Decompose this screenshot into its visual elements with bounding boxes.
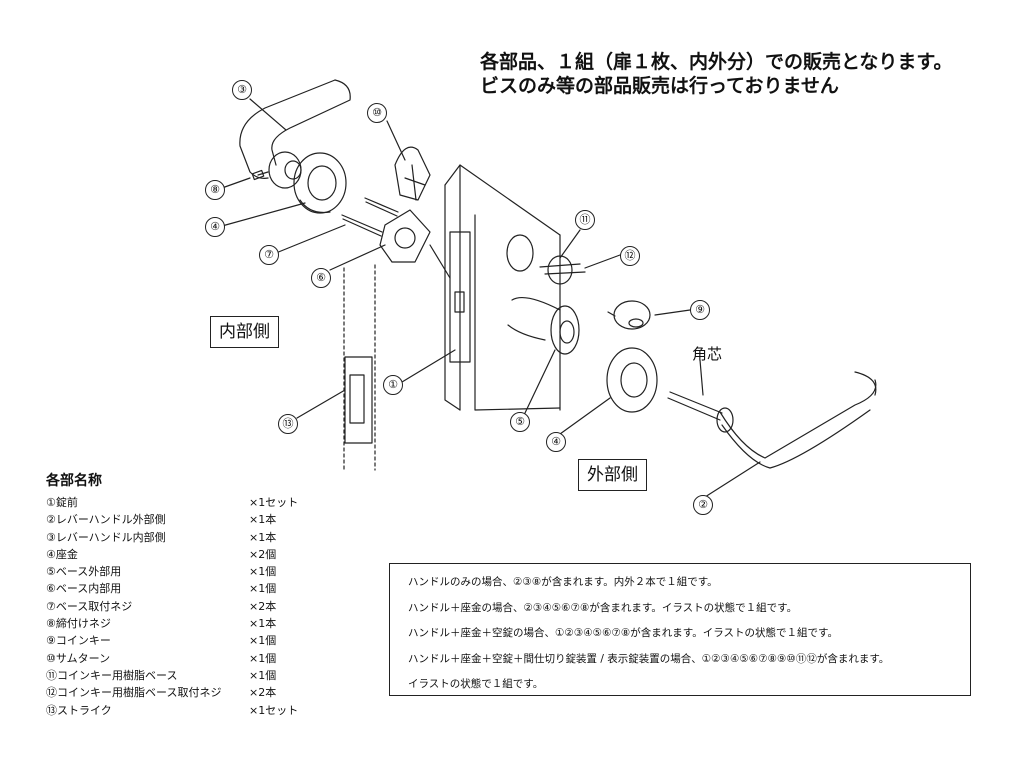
part-row: ③レバーハンドル内部側 ×1本: [46, 529, 316, 546]
part-quantity: ×1セット: [249, 496, 299, 509]
outside-side-label: 外部側: [578, 459, 647, 491]
part-quantity: ×1セット: [249, 703, 299, 717]
callout-12: ⑫: [620, 246, 640, 266]
part-quantity: ×2本: [249, 599, 277, 613]
inside-lever-handle-illustration: [239, 79, 351, 189]
part-row: ⑫コインキー用樹脂ベース取付ネジ ×2本: [46, 684, 316, 701]
inside-side-label: 内部側: [210, 316, 279, 348]
part-name: ⑬ストライク: [46, 703, 112, 717]
callout-2: ②: [693, 495, 713, 515]
part-quantity: ×1個: [249, 565, 277, 579]
part-name: ①錠前: [46, 496, 78, 509]
note-line-1: ハンドルのみの場合、②③⑧が含まれます。内外２本で１組です。: [408, 576, 718, 588]
leader-lines: [221, 98, 761, 498]
part-quantity: ×1個: [249, 668, 277, 682]
part-quantity: ×1個: [249, 651, 277, 665]
callout-4-inside: ④: [205, 217, 225, 237]
callout-3: ③: [232, 80, 252, 100]
part-row: ⑤ベース外部用 ×1個: [46, 563, 316, 580]
parts-list-title: 各部名称: [46, 473, 102, 489]
part-quantity: ×2本: [249, 686, 277, 700]
outside-lever-handle-illustration: [667, 371, 877, 469]
part-quantity: ×1個: [249, 634, 277, 648]
coin-key-illustration: [607, 300, 651, 330]
callout-8: ⑧: [205, 180, 225, 200]
headline-line-1: 各部品、１組（扉１枚、内外分）での販売となります。: [480, 51, 953, 73]
frame-dashed-lines: [343, 264, 376, 471]
part-name: ⑩サムターン: [46, 651, 111, 665]
note-line-3: ハンドル＋座金＋空錠の場合、①②③④⑤⑥⑦⑧が含まれます。イラストの状態で１組で…: [408, 627, 838, 639]
callout-9: ⑨: [690, 300, 710, 320]
part-name: ⑨コインキー: [46, 634, 111, 648]
callout-1: ①: [383, 375, 403, 395]
note-line-5: イラストの状態で１組です。: [408, 678, 544, 690]
part-row: ⑬ストライク ×1セット: [46, 702, 316, 719]
part-name: ③レバーハンドル内部側: [46, 530, 166, 544]
headline: 各部品、１組（扉１枚、内外分）での販売となります。 ビスのみ等の部品販売は行って…: [480, 50, 1020, 98]
callout-13: ⑬: [278, 414, 298, 434]
note-line-4: ハンドル＋座金＋空錠＋間仕切り錠装置 / 表示錠装置の場合、①②③④⑤⑥⑦⑧⑨⑩…: [408, 652, 890, 665]
inside-rose-illustration: [293, 152, 347, 214]
callout-10: ⑩: [367, 103, 387, 123]
callout-7: ⑦: [259, 245, 279, 265]
callout-6: ⑥: [311, 268, 331, 288]
resin-base-illustration: [539, 255, 586, 285]
door-illustration: [444, 164, 561, 411]
headline-line-2: ビスのみ等の部品販売は行っておりません: [480, 75, 839, 97]
part-row: ⑥ベース内部用 ×1個: [46, 580, 316, 597]
thumbturn-illustration: [394, 146, 431, 201]
callout-4-outside: ④: [546, 432, 566, 452]
outside-base-illustration: [506, 234, 580, 355]
square-core-label: 角芯: [692, 345, 723, 363]
part-name: ⑦ベース取付ネジ: [46, 599, 133, 613]
part-name: ②レバーハンドル外部側: [46, 513, 166, 527]
part-row: ①錠前 ×1セット: [46, 494, 316, 511]
part-quantity: ×1本: [249, 513, 277, 527]
part-row: ②レバーハンドル外部側 ×1本: [46, 511, 316, 528]
part-quantity: ×1本: [249, 530, 277, 544]
part-row: ⑨コインキー ×1個: [46, 632, 316, 649]
part-quantity: ×1個: [249, 582, 277, 596]
part-row: ⑪コインキー用樹脂ベース ×1個: [46, 667, 316, 684]
part-name: ⑤ベース外部用: [46, 565, 122, 579]
callout-11: ⑪: [575, 210, 595, 230]
part-row: ⑧締付けネジ ×1本: [46, 615, 316, 632]
callout-5: ⑤: [510, 412, 530, 432]
part-name: ④座金: [46, 547, 78, 561]
parts-list: ①錠前 ×1セット ②レバーハンドル外部側 ×1本 ③レバーハンドル内部側 ×1本 ④座金 ×…: [46, 494, 316, 719]
part-row: ④座金 ×2個: [46, 546, 316, 563]
part-name: ⑪コインキー用樹脂ベース: [46, 668, 178, 682]
note-line-2: ハンドル＋座金の場合、②③④⑤⑥⑦⑧が含まれます。イラストの状態で１組です。: [408, 601, 798, 614]
part-name: ⑥ベース内部用: [46, 582, 122, 596]
part-quantity: ×1本: [249, 617, 277, 631]
part-row: ⑩サムターン ×1個: [46, 650, 316, 667]
strike-illustration: [344, 356, 373, 444]
part-row: ⑦ベース取付ネジ ×2本: [46, 598, 316, 615]
set-contents-note: ハンドルのみの場合、②③⑧が含まれます。内外２本で１組です。 ハンドル＋座金の場…: [389, 563, 971, 696]
part-name: ⑫コインキー用樹脂ベース取付ネジ: [46, 686, 222, 700]
inside-base-illustration: [379, 209, 451, 279]
outside-rose-illustration: [606, 347, 658, 413]
part-name: ⑧締付けネジ: [46, 617, 111, 631]
base-screws-illustration: [341, 197, 399, 237]
part-quantity: ×2個: [249, 547, 277, 561]
